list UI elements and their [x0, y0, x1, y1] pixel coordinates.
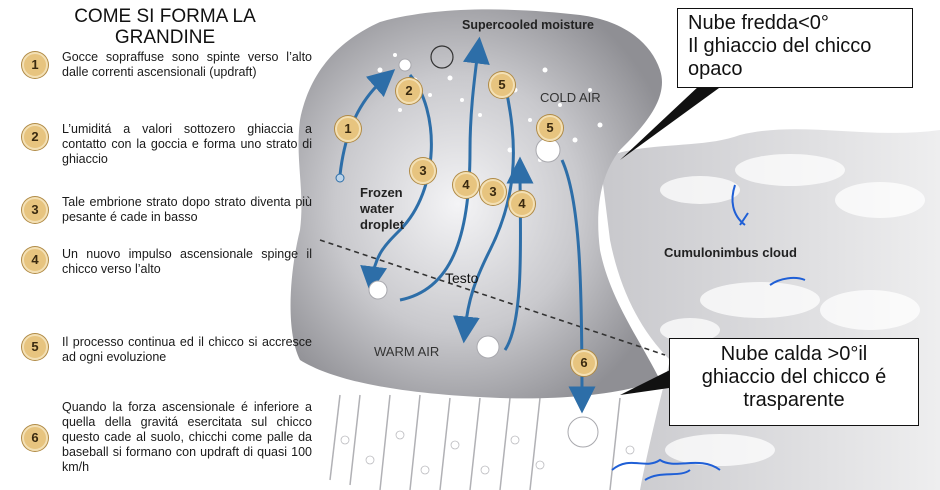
callout-warm-cloud: Nube calda >0°il ghiaccio del chicco é t… [669, 338, 919, 426]
step-text-1: Gocce sopraffuse sono spinte verso l’alt… [62, 50, 312, 79]
path-marker-5: 5 [537, 115, 563, 141]
frozen-line-2: water [360, 201, 394, 216]
step-text-4: Un nuovo impulso ascensionale spinge il … [62, 247, 312, 276]
warm-air-label: WARM AIR [374, 344, 440, 359]
cloud-core [290, 9, 662, 399]
hailstone-trajectory [338, 36, 596, 414]
path-marker-5: 5 [489, 72, 515, 98]
step-text-3: Tale embrione strato dopo strato diventa… [62, 195, 312, 224]
path-marker-3: 3 [480, 179, 506, 205]
frozen-droplet-label: Frozen water droplet [360, 185, 404, 233]
frozen-line-3: droplet [360, 217, 405, 232]
cold-air-label: COLD AIR [540, 90, 601, 105]
hailstone-small [398, 58, 412, 72]
callout-warm-line-3: trasparente [743, 389, 845, 411]
cloud-texture [660, 154, 925, 466]
path-marker-1: 1 [335, 116, 361, 142]
step-badge-3: 3 [22, 197, 48, 223]
supercooled-label: Supercooled moisture [462, 18, 594, 32]
freezing-line [319, 239, 666, 356]
small-hailstones [340, 430, 635, 475]
callout-cold-line-3: opaco [688, 58, 743, 80]
frozen-droplet-marker [335, 173, 345, 183]
path-marker-4: 4 [453, 172, 479, 198]
step-badge-6: 6 [22, 425, 48, 451]
step-badge-2: 2 [22, 124, 48, 150]
hailstone-supercooled [430, 45, 454, 69]
path-marker-2: 2 [396, 78, 422, 104]
hailstones [368, 45, 599, 448]
step-badge-4: 4 [22, 247, 48, 273]
cumulonimbus-label: Cumulonimbus cloud [664, 245, 797, 260]
callout-cold-line-1: Nube fredda<0° [688, 12, 829, 34]
path-marker-4: 4 [509, 191, 535, 217]
hailstone-growing [535, 137, 561, 163]
hailstone-low [368, 280, 388, 300]
step-text-5: Il processo continua ed il chicco si acc… [62, 335, 312, 364]
step-badge-5: 5 [22, 334, 48, 360]
precipitation [329, 394, 621, 490]
frozen-line-1: Frozen [360, 185, 403, 200]
step-text-6: Quando la forza ascensionale é inferiore… [62, 400, 312, 474]
step-badge-1: 1 [22, 52, 48, 78]
callout-warm-line-2: ghiaccio del chicco é [701, 366, 887, 388]
callout-cold-pointer [620, 80, 730, 160]
page-title: COME SI FORMA LA GRANDINE [74, 6, 256, 48]
path-marker-3: 3 [410, 158, 436, 184]
step-text-2: L’umiditá a valori sottozero ghiaccia a … [62, 122, 312, 166]
testo-label: Testo [445, 270, 479, 286]
callout-warm-line-1: Nube calda >0°il [720, 343, 868, 365]
handwritten-marks [611, 184, 806, 481]
hailstone-large [567, 416, 599, 448]
hailstone-mid [476, 335, 500, 359]
callout-cold-cloud: Nube fredda<0° Il ghiaccio del chicco op… [677, 8, 913, 88]
path-marker-6: 6 [571, 350, 597, 376]
callout-cold-line-2: Il ghiaccio del chicco [688, 35, 872, 57]
